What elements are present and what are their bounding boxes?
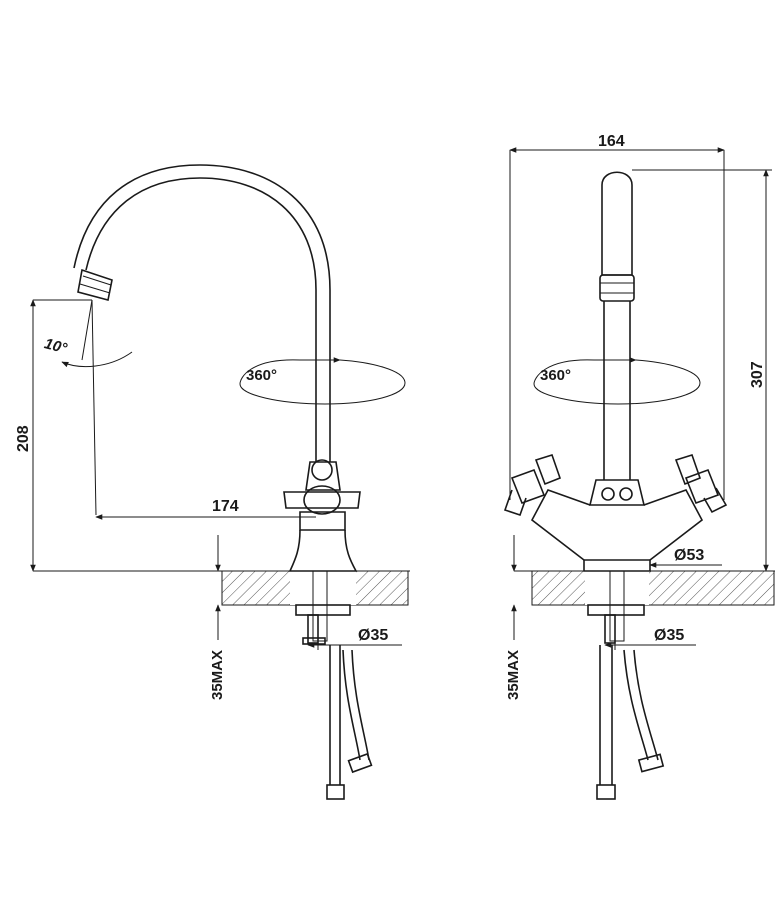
front-fixing bbox=[587, 570, 665, 800]
side-fixing bbox=[295, 570, 373, 800]
side-deck-label: 35MAX bbox=[209, 650, 226, 700]
front-view: 360° 164 307 Ø53 35MAX bbox=[503, 133, 775, 800]
side-height-label: 208 bbox=[15, 425, 32, 452]
front-width-dimension: 164 bbox=[509, 133, 725, 500]
front-left-handle bbox=[503, 454, 562, 517]
side-view: 360° 10° 174 208 35MAX bbox=[15, 164, 410, 800]
front-deck-dimension: 35MAX bbox=[505, 535, 522, 700]
side-reach-label: 174 bbox=[212, 498, 239, 515]
side-reach-dimension: 174 bbox=[95, 498, 316, 520]
side-countertop bbox=[33, 570, 410, 606]
front-right-handle bbox=[674, 454, 728, 514]
front-hole-diameter: Ø35 bbox=[604, 627, 696, 650]
front-swivel-label: 360° bbox=[540, 367, 571, 384]
side-hole-diameter: Ø35 bbox=[307, 627, 402, 650]
front-width-label: 164 bbox=[598, 133, 625, 150]
front-deck-label: 35MAX bbox=[505, 650, 522, 700]
side-swivel-label: 360° bbox=[246, 367, 277, 384]
side-spout-angle: 10° bbox=[42, 299, 133, 516]
side-swivel-indicator: 360° bbox=[239, 357, 406, 405]
side-spout-angle-label: 10° bbox=[42, 335, 69, 358]
side-spout bbox=[73, 164, 331, 462]
front-swivel-indicator: 360° bbox=[533, 357, 701, 405]
front-spout bbox=[599, 171, 635, 480]
side-hole-diameter-label: Ø35 bbox=[358, 627, 388, 644]
side-deck-dimension: 35MAX bbox=[209, 535, 226, 700]
front-countertop bbox=[514, 570, 775, 606]
side-faucet-body bbox=[283, 459, 361, 572]
front-base-diameter-label: Ø53 bbox=[674, 547, 704, 564]
front-height-label: 307 bbox=[749, 361, 766, 388]
front-hole-diameter-label: Ø35 bbox=[654, 627, 684, 644]
front-base-diameter: Ø53 bbox=[649, 547, 722, 568]
front-faucet-body bbox=[503, 454, 728, 572]
front-height-dimension: 307 bbox=[632, 169, 772, 572]
side-height-dimension: 208 bbox=[15, 299, 92, 572]
